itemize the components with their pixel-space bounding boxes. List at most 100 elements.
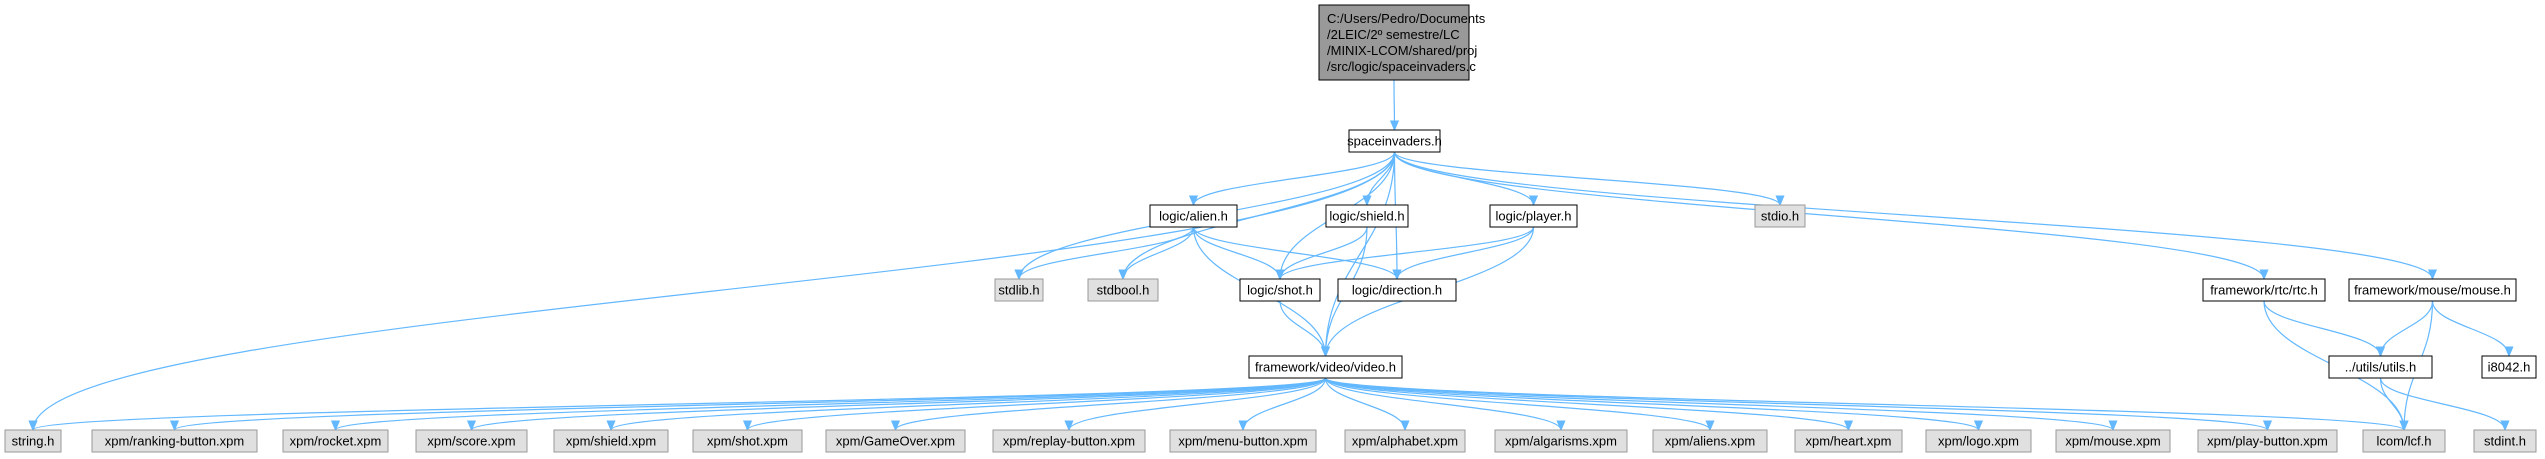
edge-arrowhead [1528, 195, 1539, 207]
edge-arrowhead [28, 420, 38, 432]
node-video[interactable]: framework/video/video.h [1248, 355, 1403, 379]
node-box [825, 429, 966, 453]
edge-arrowhead [2399, 420, 2409, 432]
node-label: xpm/algarisms.xpm [1505, 434, 1617, 449]
node-label: xpm/aliens.xpm [1665, 434, 1755, 449]
node-gameover[interactable]: xpm/GameOver.xpm [825, 429, 966, 453]
edge-arrowhead [1973, 420, 1984, 432]
node-stdlib[interactable]: stdlib.h [994, 278, 1044, 302]
edge-spaceinvaders-to-string [28, 151, 1396, 432]
node-algarisms[interactable]: xpm/algarisms.xpm [1494, 429, 1628, 453]
node-logo[interactable]: xpm/logo.xpm [1925, 429, 2032, 453]
node-label: logic/player.h [1496, 209, 1572, 224]
edge-arrowhead [1188, 195, 1199, 207]
node-direction[interactable]: logic/direction.h [1337, 278, 1457, 302]
node-string[interactable]: string.h [4, 429, 62, 453]
edge-line [1324, 377, 2269, 431]
node-label: xpm/rocket.xpm [290, 434, 382, 449]
edge-line [1324, 377, 2405, 431]
header-nodes: C:/Users/Pedro/Documents/2LEIC/2º semest… [4, 4, 2537, 453]
edge-video-to-algarisms [1324, 377, 1566, 432]
node-playbtn[interactable]: xpm/play-button.xpm [2197, 429, 2338, 453]
edge-video-to-lcf [1324, 377, 2409, 432]
node-heart[interactable]: xpm/heart.xpm [1794, 429, 1903, 453]
node-label: ../utils/utils.h [2345, 360, 2417, 375]
edge-player-to-shot [1275, 226, 1535, 281]
node-shot[interactable]: logic/shot.h [1239, 278, 1321, 302]
node-box [1925, 429, 2032, 453]
node-label: stdint.h [2484, 434, 2526, 449]
node-label: /src/logic/spaceinvaders.c [1327, 59, 1476, 74]
node-box [2055, 429, 2171, 453]
node-shieldxpm[interactable]: xpm/shield.xpm [553, 429, 669, 453]
edge-arrowhead [1064, 420, 1074, 432]
node-box [2197, 429, 2338, 453]
node-score[interactable]: xpm/score.xpm [415, 429, 528, 453]
edge-arrowhead [2500, 420, 2510, 432]
edge-line [2431, 300, 2510, 357]
dependency-edges [28, 79, 2514, 432]
edge-line [334, 377, 1327, 431]
node-box [1337, 278, 1457, 302]
node-shotxpm[interactable]: xpm/shot.xpm [692, 429, 803, 453]
node-i8042[interactable]: i8042.h [2481, 355, 2537, 379]
edge-line [1324, 377, 1850, 431]
node-box [2328, 355, 2433, 379]
edge-alien-to-shot [1192, 226, 1285, 281]
edge-video-to-heart [1324, 377, 1854, 432]
node-spaceinvaders[interactable]: spaceinvaders.h [1347, 129, 1442, 153]
edge-spaceinvaders-to-rtc [1393, 151, 2269, 281]
node-label: logic/alien.h [1159, 209, 1228, 224]
node-box [1239, 278, 1321, 302]
edge-video-to-menu [1238, 377, 1327, 432]
node-box [1169, 429, 1317, 453]
edge-line [1324, 151, 1396, 357]
node-mouse[interactable]: framework/mouse/mouse.h [2348, 278, 2517, 302]
node-shield[interactable]: logic/shield.h [1325, 204, 1409, 228]
node-replay[interactable]: xpm/replay-button.xpm [992, 429, 1146, 453]
node-ranking[interactable]: xpm/ranking-button.xpm [91, 429, 258, 453]
node-box [553, 429, 669, 453]
edge-arrowhead [1238, 420, 1248, 432]
node-player[interactable]: logic/player.h [1489, 204, 1578, 228]
edge-arrowhead [1389, 120, 1400, 132]
node-box [1794, 429, 1903, 453]
node-lcf[interactable]: lcom/lcf.h [2362, 429, 2446, 453]
node-label: xpm/replay-button.xpm [1003, 434, 1135, 449]
node-rocket[interactable]: xpm/rocket.xpm [282, 429, 389, 453]
edge-line [1192, 151, 1396, 206]
node-box [1318, 4, 1470, 81]
edge-arrowhead [2259, 269, 2269, 281]
node-label: xpm/shield.xpm [566, 434, 656, 449]
edge-arrowhead [1843, 420, 1854, 432]
edge-arrowhead [890, 420, 901, 432]
edge-arrowhead [169, 420, 180, 432]
node-box [1489, 204, 1578, 228]
node-box [1149, 204, 1238, 228]
node-menu[interactable]: xpm/menu-button.xpm [1169, 429, 1317, 453]
node-stdbool[interactable]: stdbool.h [1087, 278, 1159, 302]
node-alphabet[interactable]: xpm/alphabet.xpm [1344, 429, 1466, 453]
node-label: logic/shot.h [1247, 283, 1313, 298]
node-rtc[interactable]: framework/rtc/rtc.h [2202, 278, 2326, 302]
node-aliensxpm[interactable]: xpm/aliens.xpm [1652, 429, 1768, 453]
edge-video-to-replay [1064, 377, 1327, 432]
edge-arrowhead [2427, 269, 2438, 281]
edge-video-to-aliensxpm [1324, 377, 1715, 432]
node-box [2481, 355, 2537, 379]
node-stdint[interactable]: stdint.h [2473, 429, 2537, 453]
edge-arrowhead [466, 420, 477, 432]
edge-video-to-shotxpm [742, 377, 1327, 432]
node-label: lcom/lcf.h [2377, 434, 2432, 449]
node-alien[interactable]: logic/alien.h [1149, 204, 1238, 228]
node-stdio[interactable]: stdio.h [1754, 204, 1806, 228]
node-label: stdbool.h [1097, 283, 1150, 298]
edge-line [173, 377, 1327, 431]
node-label: string.h [12, 434, 55, 449]
node-box [2348, 278, 2517, 302]
edge-line [470, 377, 1327, 431]
node-utils[interactable]: ../utils/utils.h [2328, 355, 2433, 379]
node-root[interactable]: C:/Users/Pedro/Documents/2LEIC/2º semest… [1318, 4, 1486, 81]
node-mousexpm[interactable]: xpm/mouse.xpm [2055, 429, 2171, 453]
edge-alien-to-stdbool [1118, 226, 1195, 281]
